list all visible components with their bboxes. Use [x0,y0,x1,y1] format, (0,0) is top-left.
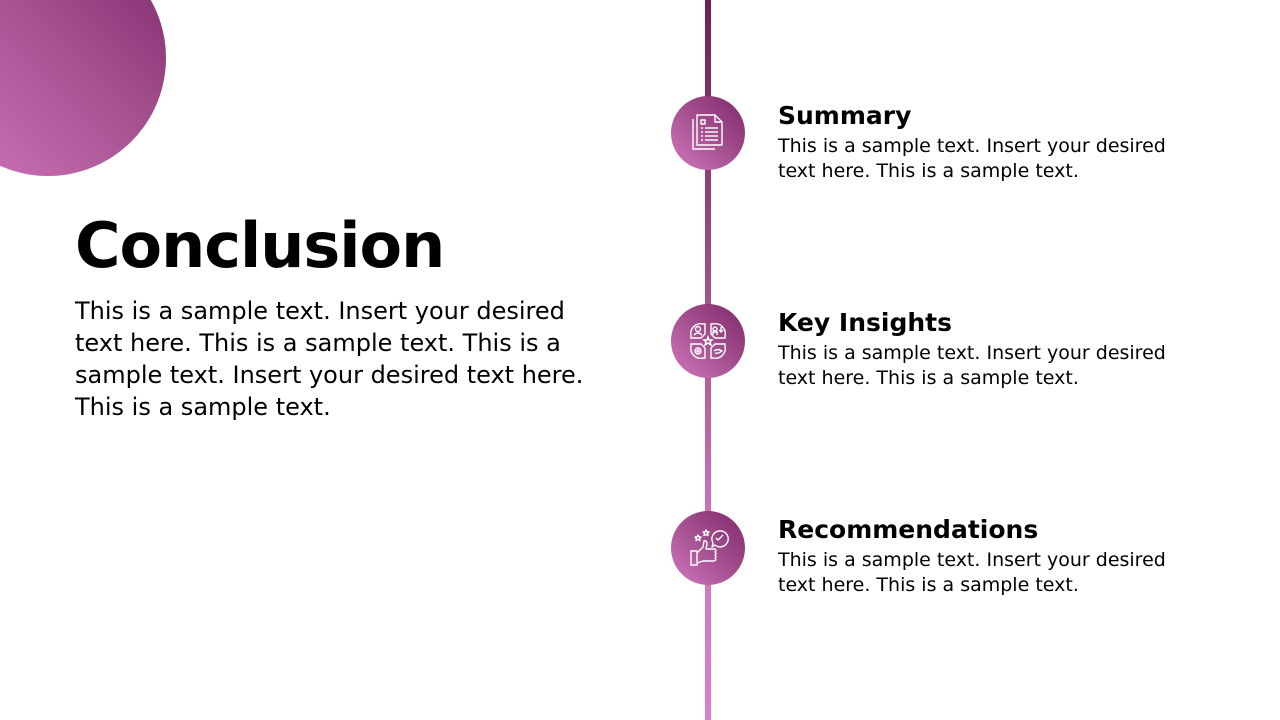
timeline-item-recommendations: Recommendations This is a sample text. I… [778,514,1198,598]
item-title: Summary [778,101,912,130]
timeline-item-key-insights: Key Insights This is a sample text. Inse… [778,307,1198,391]
timeline-node-recommendations [671,511,745,585]
item-text: This is a sample text. Insert your desir… [778,549,1166,596]
item-text: This is a sample text. Insert your desir… [778,135,1166,182]
thumbs-up-icon [690,529,729,566]
item-text: This is a sample text. Insert your desir… [778,342,1166,389]
timeline-item-summary: Summary This is a sample text. Insert yo… [778,100,1198,184]
decorative-circle [0,0,166,176]
document-icon [692,114,723,150]
item-title: Key Insights [778,308,952,337]
timeline-node-key-insights [671,304,745,378]
insights-icon [690,323,726,359]
item-title: Recommendations [778,515,1039,544]
slide-body-text: This is a sample text. Insert your desir… [75,297,584,421]
timeline-node-summary [671,96,745,170]
slide-title: Conclusion [75,209,445,282]
